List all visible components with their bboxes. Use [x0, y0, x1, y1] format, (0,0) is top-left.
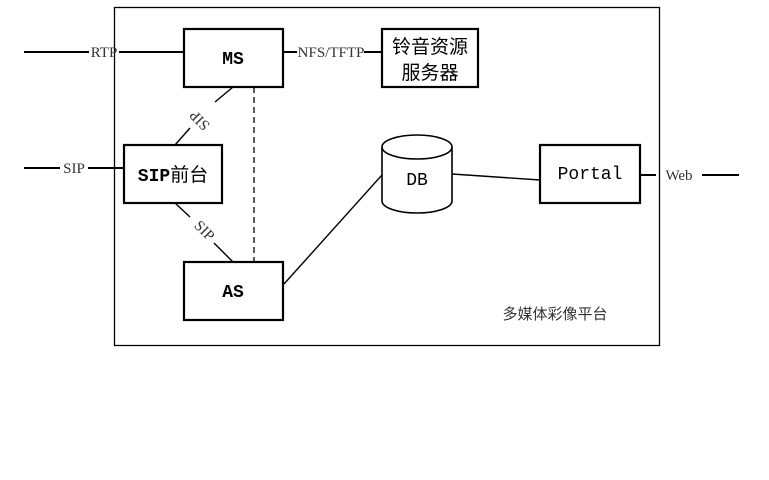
sip-frontend-node: SIP前台: [122, 143, 224, 205]
sip-frontend-label-latin: SIP: [138, 167, 171, 187]
db-cylinder-top: [381, 134, 453, 160]
portal-node: Portal: [538, 143, 642, 205]
sip-frontend-label: SIP前台: [138, 164, 208, 187]
as-box: [182, 260, 285, 322]
sip-frontend-box: [122, 143, 224, 205]
ringtone-server-node: 铃音资源 服务器: [380, 27, 480, 89]
db-cylinder-body: [381, 147, 453, 214]
web-label: Web: [665, 168, 692, 184]
ms-node: MS: [182, 27, 285, 89]
sip-frontend-label-cjk: 前台: [170, 164, 208, 186]
platform-frame: [113, 6, 661, 347]
rtp-label: RTP: [91, 45, 118, 61]
sip-external-label: SIP: [63, 161, 85, 177]
db-label: DB: [406, 171, 428, 191]
ms-sip-line-top: [214, 86, 234, 103]
portal-box: [538, 143, 642, 205]
as-db-line: [283, 174, 383, 285]
portal-label: Portal: [558, 165, 623, 185]
ms-sip-line-bottom: [174, 127, 191, 146]
ms-label: MS: [222, 50, 244, 70]
as-node: AS: [182, 260, 285, 322]
nfs-tftp-label: NFS/TFTP: [298, 45, 365, 61]
ringtone-server-label-line2: 服务器: [401, 62, 458, 84]
as-label: AS: [222, 283, 244, 303]
ms-box: [182, 27, 285, 89]
db-node: DB: [381, 134, 453, 214]
sip-ms-label: SIP: [187, 107, 214, 134]
sip-as-label: SIP: [191, 218, 218, 245]
ringtone-server-label-line1: 铃音资源: [392, 36, 468, 58]
ringtone-server-box: [380, 27, 480, 89]
sip-as-line-bottom: [213, 242, 234, 263]
platform-label: 多媒体彩像平台: [502, 305, 607, 323]
db-portal-line: [451, 173, 541, 181]
sip-as-line-top: [174, 202, 191, 218]
